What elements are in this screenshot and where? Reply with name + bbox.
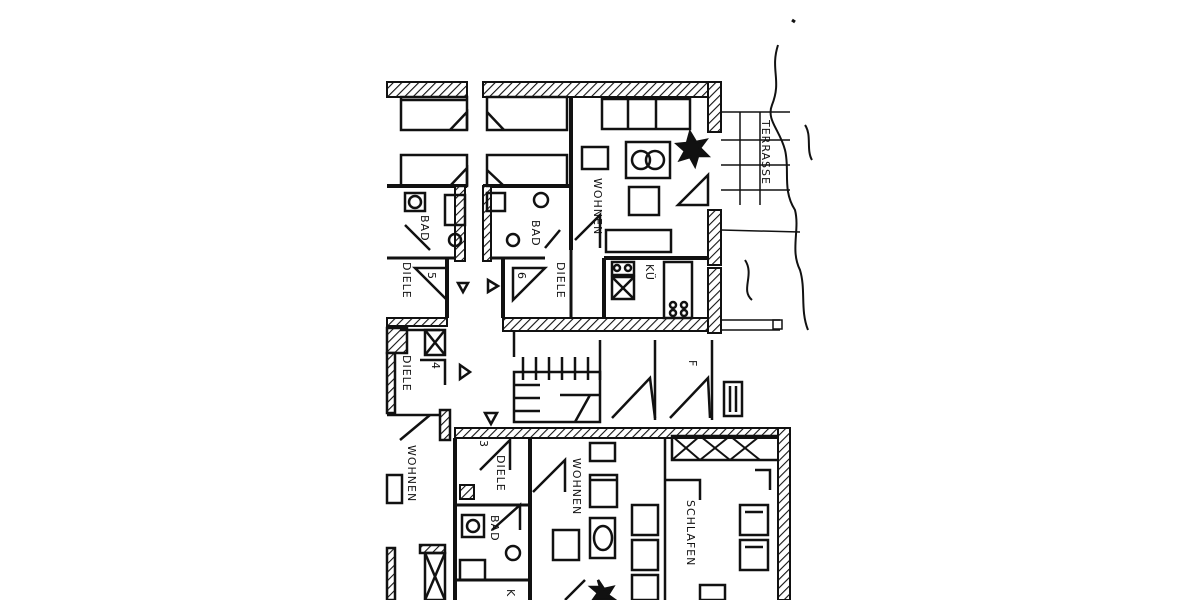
door-number-3: 3: [477, 440, 490, 448]
corridor-doors: [611, 340, 744, 420]
room-label-diele-mid: DIELE: [554, 262, 567, 299]
room-label-bad-left: BAD: [418, 215, 431, 242]
direction-markers: [455, 277, 501, 427]
door-number-5: 5: [425, 272, 438, 280]
bottom-unit-doors: [479, 436, 702, 601]
terrace-area: [720, 18, 813, 331]
top-unit-furniture: [399, 95, 712, 320]
room-label-schlafen: SCHLAFEN: [684, 500, 697, 566]
room-label-k-bottom: K: [504, 589, 517, 597]
door-number-4: 4: [429, 362, 442, 370]
room-label-bad-bottom: BAD: [488, 515, 501, 542]
mark-f: F: [686, 360, 699, 367]
blank-margin: [815, 0, 1200, 600]
top-unit-walls: [386, 81, 722, 334]
room-label-terrasse: TERRASSE: [759, 119, 772, 185]
staircase: [512, 330, 602, 424]
bottom-unit-furniture: [458, 441, 772, 602]
door-numbers: 5 6 4 3 F: [425, 272, 699, 448]
room-label-diele-left-low: DIELE: [400, 355, 413, 392]
room-label-diele-left-top: DIELE: [400, 262, 413, 299]
door-number-6: 6: [515, 272, 528, 280]
room-labels: WOHNEN TERRASSE BAD BAD DIELE DIELE KÜ D…: [400, 119, 772, 597]
room-label-kueche: KÜ: [643, 264, 656, 281]
room-label-bad-mid: BAD: [529, 220, 542, 247]
top-unit-doors: [404, 171, 710, 304]
room-label-wohnen-top: WOHNEN: [591, 178, 604, 235]
room-label-wohnen-bottom: WOHNEN: [570, 458, 583, 515]
room-label-wohnen-left: WOHNEN: [405, 445, 418, 502]
room-label-diele-bottom: DIELE: [494, 455, 507, 492]
left-unit: [385, 326, 452, 602]
